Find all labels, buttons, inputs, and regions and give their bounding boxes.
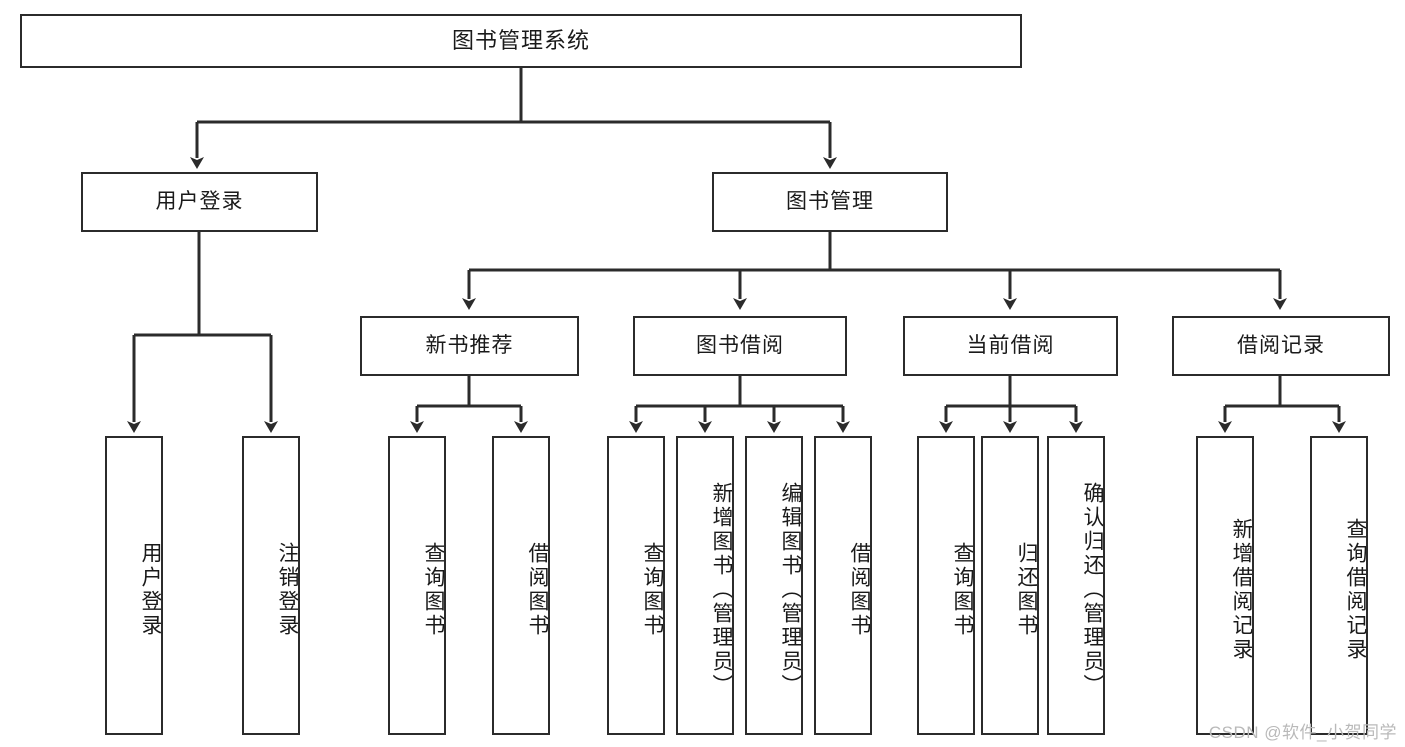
node-current-borrow[interactable]: 当前借阅 bbox=[903, 316, 1118, 376]
node-label: 注销登录 bbox=[276, 541, 299, 638]
leaf-recommend-borrow-book[interactable]: 借阅图书 bbox=[492, 436, 550, 735]
node-book-management[interactable]: 图书管理 bbox=[712, 172, 948, 232]
node-label: 借阅图书 bbox=[848, 541, 871, 638]
node-label: 借阅记录 bbox=[1237, 334, 1325, 358]
leaf-borrow-add-book-admin[interactable]: 新增图书（管理员） bbox=[676, 436, 734, 735]
leaf-borrow-query-book[interactable]: 查询图书 bbox=[607, 436, 665, 735]
node-label: 图书管理 bbox=[786, 190, 874, 214]
node-label: 查询图书 bbox=[422, 541, 445, 638]
node-label: 用户登录 bbox=[155, 190, 244, 214]
leaf-recommend-query-book[interactable]: 查询图书 bbox=[388, 436, 446, 735]
node-user-login[interactable]: 用户登录 bbox=[81, 172, 318, 232]
node-label: 查询借阅记录 bbox=[1344, 517, 1367, 662]
node-new-book-recommend[interactable]: 新书推荐 bbox=[360, 316, 579, 376]
leaf-current-confirm-return-admin[interactable]: 确认归还（管理员） bbox=[1047, 436, 1105, 735]
leaf-record-add-borrow-record[interactable]: 新增借阅记录 bbox=[1196, 436, 1254, 735]
leaf-borrow-borrow-book[interactable]: 借阅图书 bbox=[814, 436, 872, 735]
node-label: 用户登录 bbox=[139, 541, 162, 638]
node-label: 查询图书 bbox=[951, 541, 974, 638]
node-book-borrow[interactable]: 图书借阅 bbox=[633, 316, 847, 376]
node-label: 图书借阅 bbox=[696, 334, 784, 358]
csdn-watermark: CSDN @软件_小贺同学 bbox=[1208, 723, 1397, 742]
leaf-record-query-borrow-record[interactable]: 查询借阅记录 bbox=[1310, 436, 1368, 735]
node-label: 编辑图书（管理员） bbox=[779, 481, 802, 698]
node-label: 新书推荐 bbox=[425, 334, 514, 358]
node-label: 确认归还（管理员） bbox=[1081, 481, 1104, 698]
node-root-book-management-system[interactable]: 图书管理系统 bbox=[20, 14, 1022, 68]
node-borrow-record[interactable]: 借阅记录 bbox=[1172, 316, 1390, 376]
node-label: 当前借阅 bbox=[966, 334, 1055, 358]
node-label: 查询图书 bbox=[641, 541, 664, 638]
node-label: 新增借阅记录 bbox=[1230, 517, 1253, 662]
leaf-current-return-book[interactable]: 归还图书 bbox=[981, 436, 1039, 735]
leaf-user-login[interactable]: 用户登录 bbox=[105, 436, 163, 735]
node-label: 归还图书 bbox=[1015, 541, 1038, 638]
node-label: 新增图书（管理员） bbox=[710, 481, 733, 698]
node-label: 图书管理系统 bbox=[451, 27, 590, 53]
node-label: 借阅图书 bbox=[526, 541, 549, 638]
leaf-borrow-edit-book-admin[interactable]: 编辑图书（管理员） bbox=[745, 436, 803, 735]
leaf-current-query-book[interactable]: 查询图书 bbox=[917, 436, 975, 735]
leaf-user-logout[interactable]: 注销登录 bbox=[242, 436, 300, 735]
